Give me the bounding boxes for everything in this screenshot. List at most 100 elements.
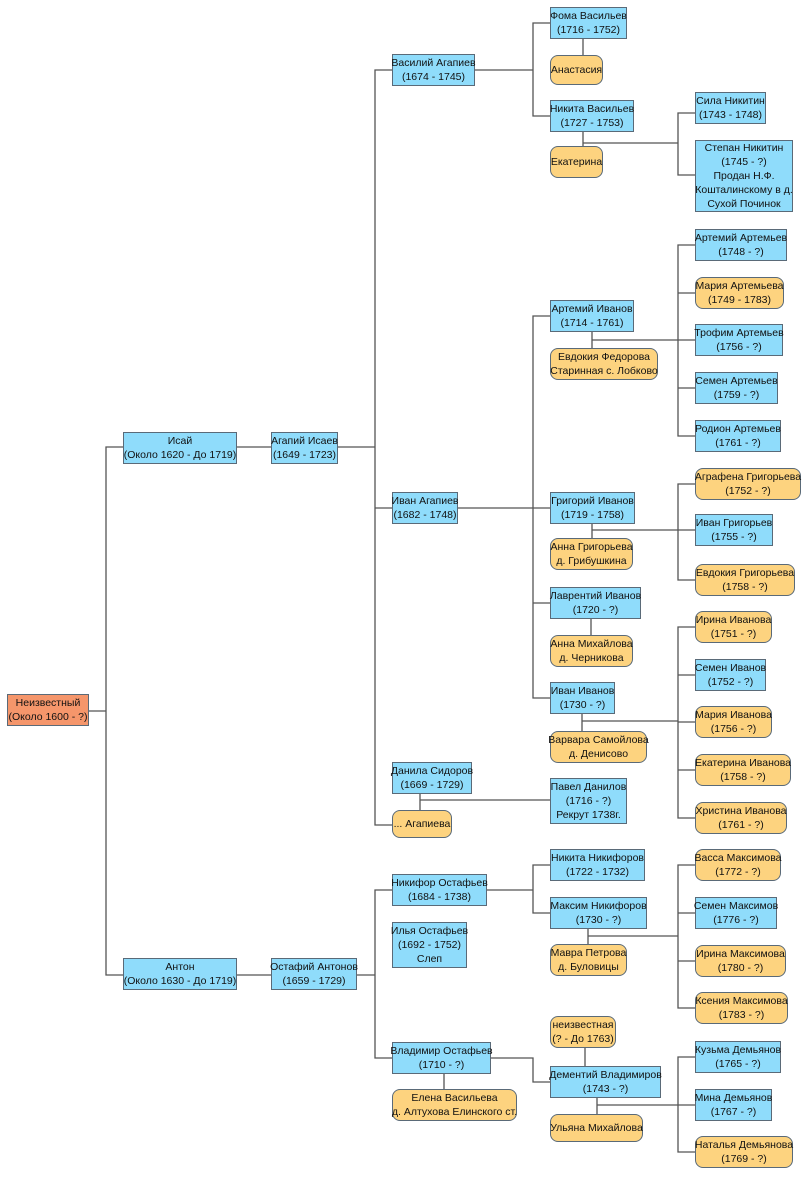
person-text-line: Исай	[167, 435, 193, 447]
person-sila-nikitin[interactable]: Сила Никитин(1743 - 1748)	[695, 92, 766, 124]
person-text-line: Неизвестный	[15, 697, 81, 709]
person-rodion-artemiev[interactable]: Родион Артемьев (1761 - ?)	[695, 420, 781, 452]
person-ekaterina-ivanova[interactable]: Екатерина Иванова(1758 - ?)	[695, 754, 791, 786]
person-lavrentiy-ivanov[interactable]: Лаврентий Иванов(1720 - ?)	[550, 587, 641, 619]
person-text-line: Родион Артемьев	[695, 423, 781, 435]
person-text-line: Елена Васильева	[411, 1092, 498, 1104]
person-nikifor-ostafiev[interactable]: Никифор Остафьев(1684 - 1738)	[391, 874, 488, 906]
person-text-line: неизвестная	[552, 1019, 614, 1031]
person-anastasiya[interactable]: Анастасия	[550, 55, 603, 85]
person-text-line: Кузьма Демьянов	[694, 1044, 782, 1056]
person-text-line: Наталья Демьянова	[694, 1139, 794, 1151]
person-kuzma-demyanov[interactable]: Кузьма Демьянов(1765 - ?)	[695, 1041, 781, 1073]
person-text-line: (1710 - ?)	[418, 1059, 465, 1071]
person-mina-demyanov[interactable]: Мина Демьянов(1767 - ?)	[695, 1089, 772, 1121]
person-text-line: (1714 - 1761)	[560, 317, 624, 329]
person-text-line: (1761 - ?)	[715, 437, 761, 449]
person-agapiy-isaev[interactable]: Агапий Исаев(1649 - 1723)	[271, 432, 338, 464]
person-irina-maksimova[interactable]: Ирина Максимова(1780 - ?)	[695, 945, 786, 977]
person-evdokiya-grigorieva[interactable]: Евдокия Григорьева(1758 - ?)	[695, 564, 795, 596]
person-pavel-danilov[interactable]: Павел Данилов(1716 - ?)Рекрут 1738г.	[550, 778, 627, 824]
person-text-line: (1776 - ?)	[713, 914, 759, 926]
person-foma-vasiliev[interactable]: Фома Васильев(1716 - 1752)	[550, 7, 627, 39]
person-ivan-grigoriev[interactable]: Иван Григорьев(1755 - ?)	[695, 514, 773, 546]
person-text-line: Семен Артемьев	[695, 375, 778, 387]
person-maksim-nikiforov[interactable]: Максим Никифоров(1730 - ?)	[550, 897, 647, 929]
person-ekaterina[interactable]: Екатерина	[550, 146, 603, 178]
person-kseniya-maksimova[interactable]: Ксения Максимова(1783 - ?)	[695, 992, 788, 1024]
person-text-line: (1761 - ?)	[718, 819, 764, 831]
person-text-line: Антон	[165, 961, 195, 973]
person-text-line: (1730 - ?)	[559, 699, 606, 711]
person-neizvestnaya[interactable]: неизвестная(? - До 1763)	[550, 1016, 616, 1048]
person-trofim-artemiev[interactable]: Трофим Артемьев (1756 - ?)	[694, 324, 784, 356]
person-text-line: (1751 - ?)	[710, 628, 757, 640]
person-dementiy-vladimirov[interactable]: Дементий Владимиров(1743 - ?)	[549, 1066, 662, 1098]
person-vassa-maksimova[interactable]: Васса Максимова(1772 - ?)	[694, 849, 782, 881]
person-semen-ivanov[interactable]: Семен Иванов(1752 - ?)	[695, 659, 766, 691]
person-text-line: д. Буловицы	[558, 961, 619, 973]
person-text-line: (1720 - ?)	[572, 604, 619, 616]
person-nikita-vasiliev[interactable]: Никита Васильев(1727 - 1753)	[550, 100, 634, 132]
person-ostafiy-antonov[interactable]: Остафий Антонов(1659 - 1729)	[270, 958, 358, 990]
person-text-line: (1684 - 1738)	[407, 891, 472, 903]
person-text-line: (1722 - 1732)	[565, 866, 630, 878]
person-text-line: Ирина Максимова	[696, 948, 785, 960]
person-text-line: Иван Григорьев	[695, 517, 773, 529]
person-isay[interactable]: Исай(Около 1620 - До 1719)	[123, 432, 237, 464]
person-text-line: Илья Остафьев	[390, 925, 469, 937]
person-artemiy-artemiev[interactable]: Артемий Артемьев(1748 - ?)	[695, 229, 787, 261]
person-root-unknown[interactable]: Неизвестный(Около 1600 - ?)	[7, 694, 89, 726]
person-artemiy-ivanov[interactable]: Артемий Иванов (1714 - 1761)	[550, 300, 634, 332]
person-hristina-ivanova[interactable]: Христина Иванова(1761 - ?)	[695, 802, 787, 834]
person-text-line: Мария Артемьева	[695, 280, 784, 292]
person-text-line: (1756 - ?)	[716, 341, 762, 353]
person-natalya-demyanova[interactable]: Наталья Демьянова(1769 - ?)	[695, 1136, 793, 1168]
person-text-line: д. Черникова	[559, 652, 624, 664]
person-text-line: (1659 - 1729)	[282, 975, 346, 987]
person-anton[interactable]: Антон (Около 1630 - До 1719)	[123, 958, 237, 990]
person-text-line: д. Алтухова Елинского ст.	[391, 1106, 518, 1118]
person-text-line: Анна Михайлова	[550, 638, 633, 650]
person-text-line: Сухой Починок	[707, 198, 781, 210]
person-grigoriy-ivanov[interactable]: Григорий Иванов(1719 - 1758)	[550, 492, 635, 524]
person-text-line: (1756 - ?)	[710, 723, 757, 735]
person-text-line: Максим Никифоров	[550, 900, 647, 912]
person-text-line: (1743 - ?)	[582, 1083, 629, 1095]
person-text-line: Агапий Исаев	[271, 435, 338, 447]
person-danila-sidorov[interactable]: Данила Сидоров(1669 - 1729)	[391, 762, 473, 794]
person-vasiliy-agapiev[interactable]: Василий Агапиев(1674 - 1745)	[391, 54, 476, 86]
person-semen-maksimov[interactable]: Семен Максимов(1776 - ?)	[694, 897, 778, 929]
person-text-line: Васса Максимова	[694, 852, 782, 864]
person-ilya-ostafiev[interactable]: Илья Остафьев(1692 - 1752)Слеп	[390, 922, 469, 968]
person-elena-vasilieva[interactable]: Елена Васильева д. Алтухова Елинского ст.	[392, 1089, 517, 1121]
person-text-line: Павел Данилов	[550, 781, 627, 793]
person-nikita-nikiforov[interactable]: Никита Никифоров(1722 - 1732)	[550, 849, 645, 881]
person-irina-ivanova[interactable]: Ирина Иванова (1751 - ?)	[695, 611, 772, 643]
person-text-line: (1692 - 1752)	[397, 939, 462, 951]
person-ivan-ivanov[interactable]: Иван Иванов(1730 - ?)	[550, 682, 615, 714]
person-ivan-agapiev[interactable]: Иван Агапиев(1682 - 1748)	[392, 492, 459, 524]
person-text-line: Артемий Иванов	[551, 303, 633, 315]
person-stepan-nikitin[interactable]: Степан Никитин(1745 - ?)Продан Н.Ф.Кошта…	[695, 140, 793, 212]
person-text-line: Григорий Иванов	[551, 495, 634, 507]
person-text-line: Ирина Иванова	[695, 614, 772, 626]
person-text-line: Евдокия Григорьева	[695, 567, 795, 579]
person-agrafena-grigorieva[interactable]: Аграфена Григорьева(1752 - ?)	[695, 468, 801, 500]
person-mariya-ivanova[interactable]: Мария Иванова(1756 - ?)	[695, 706, 772, 738]
person-text-line: Трофим Артемьев	[694, 327, 784, 339]
person-text-line: Анастасия	[550, 64, 603, 76]
person-semen-artemiev[interactable]: Семен Артемьев(1759 - ?)	[695, 372, 778, 404]
person-text-line: (Около 1630 - До 1719)	[123, 975, 237, 987]
person-text-line: (1758 - ?)	[720, 771, 766, 783]
person-text-line: Фома Васильев	[550, 10, 627, 22]
person-mariya-artemieva[interactable]: Мария Артемьева(1749 - 1783)	[695, 277, 784, 309]
person-agapieva[interactable]: ... Агапиева	[392, 810, 452, 838]
person-ulyana-mihaylova[interactable]: Ульяна Михайлова	[550, 1114, 643, 1142]
person-vladimir-ostafiev[interactable]: Владимир Остафьев(1710 - ?)	[390, 1042, 493, 1074]
person-anna-mihaylova[interactable]: Анна Михайлова д. Черникова	[550, 635, 633, 667]
